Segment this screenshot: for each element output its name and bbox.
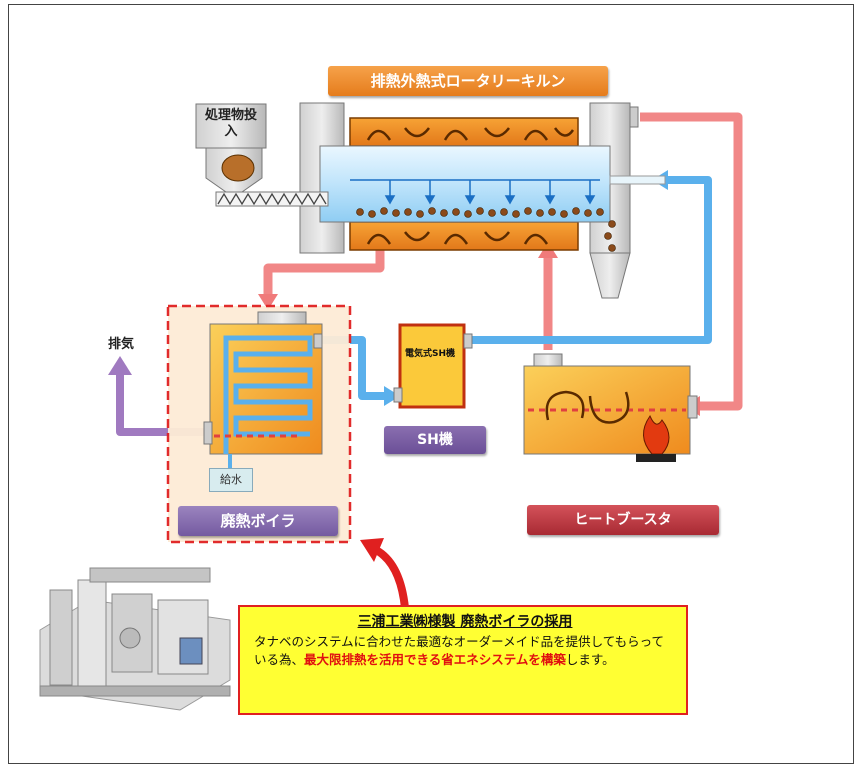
kiln-title-label: 排熱外熱式ロータリーキルン	[328, 66, 608, 96]
callout-body-prefix: タナベのシステムに合わせた最適なオーダーメイド品を提供してもらっている為、	[254, 634, 665, 667]
boiler-photo-image	[30, 560, 235, 718]
callout-title: 三浦工業㈱様製 廃熱ボイラの採用	[357, 614, 573, 630]
callout-body: タナベのシステムに合わせた最適なオーダーメイド品を提供してもらっている為、最大限…	[254, 633, 676, 669]
callout-pointer	[370, 544, 409, 609]
sh-unit-box	[393, 323, 473, 409]
hot-gas-line	[263, 112, 743, 411]
sh-unit-label: SH機	[384, 426, 486, 454]
steam-arrow-sh	[384, 386, 400, 406]
exhaust-arrow	[108, 356, 132, 375]
feed-water-label: 給水	[209, 468, 253, 492]
heat-booster-label: ヒートブースタ	[527, 505, 719, 535]
exhaust-label: 排気	[107, 337, 134, 352]
heat-booster-unit	[523, 353, 698, 462]
rotary-kiln	[299, 102, 666, 299]
waste-heat-boiler-unit	[166, 304, 352, 544]
sh-inner-label: 電気式SH機	[404, 349, 455, 359]
waste-heat-boiler-label: 廃熱ボイラ	[178, 506, 338, 536]
callout-body-emphasis: 最大限排熱を活用できる省エネシステムを構築	[304, 652, 566, 667]
callout-box: 三浦工業㈱様製 廃熱ボイラの採用 タナベのシステムに合わせた最適なオーダーメイド…	[238, 605, 688, 715]
callout-body-suffix: します。	[565, 652, 615, 667]
hopper-label: 処理物投入	[204, 108, 257, 139]
feed-hopper	[195, 103, 329, 207]
hot-gas-arrow-boiler	[258, 294, 278, 310]
